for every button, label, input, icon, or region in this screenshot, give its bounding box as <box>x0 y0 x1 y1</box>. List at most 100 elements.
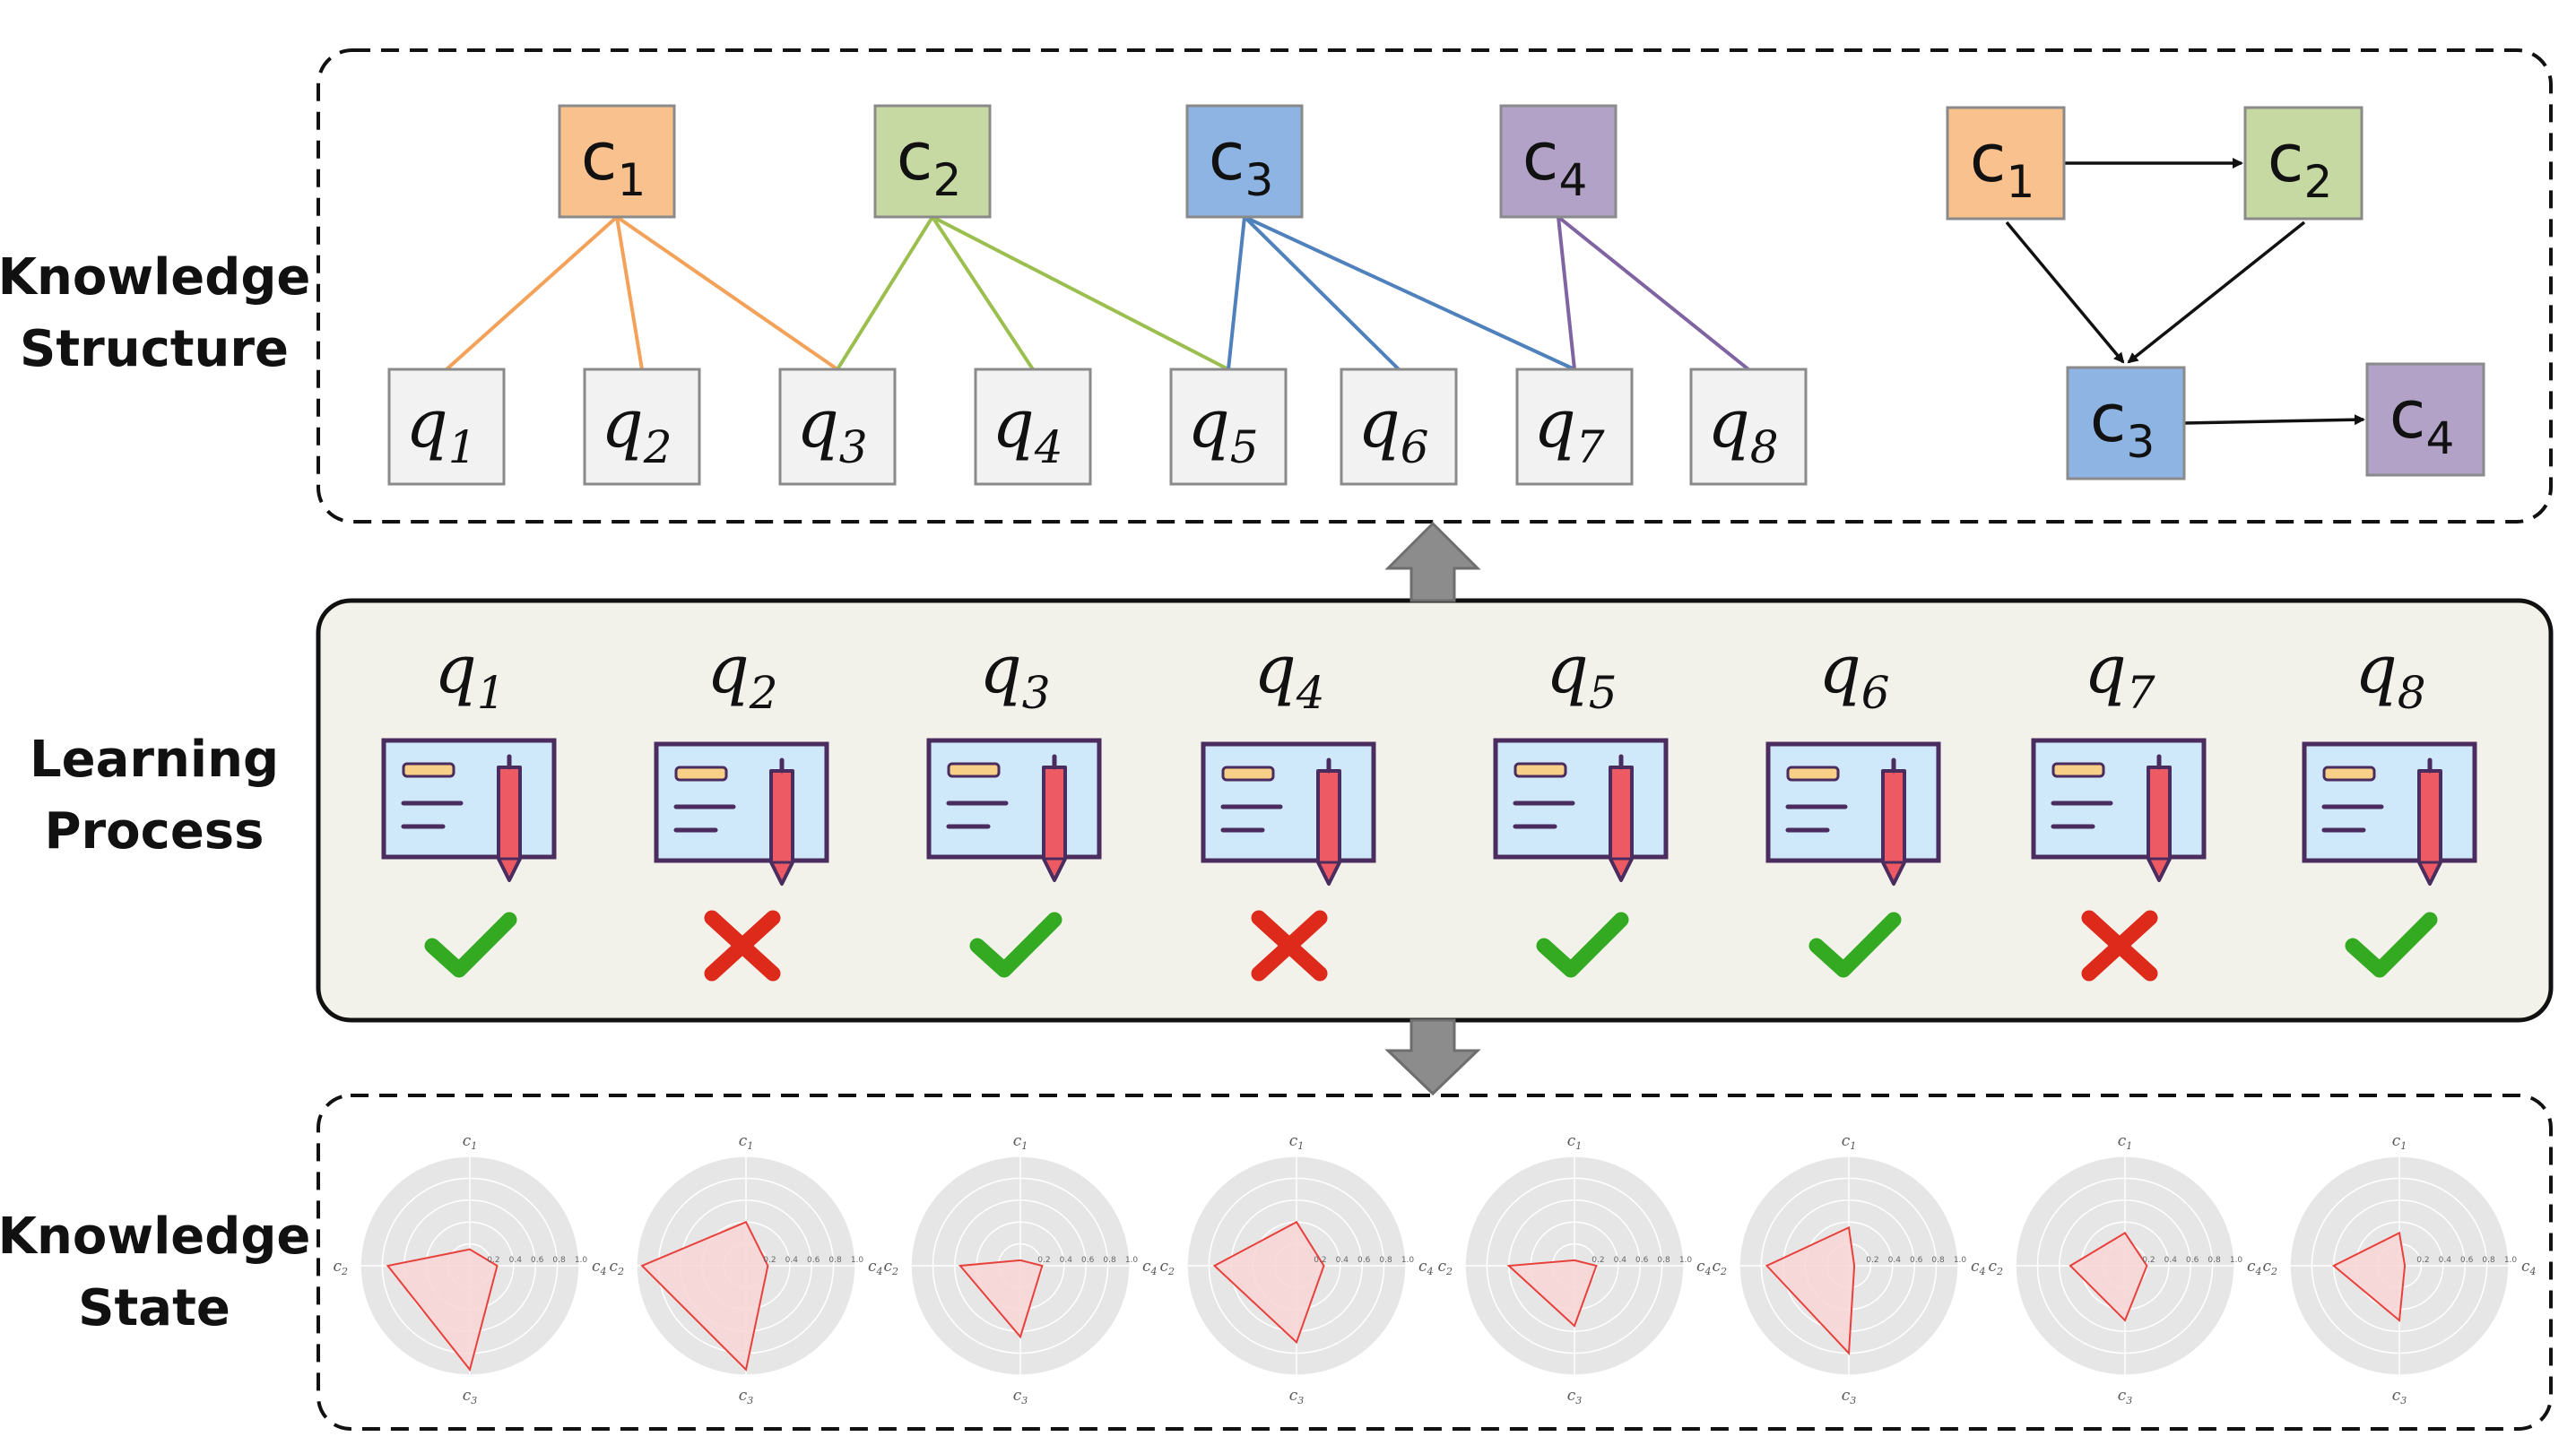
radar-axis-label-subscript: 1 <box>1850 1140 1856 1152</box>
concept-box-bg <box>1499 104 1618 219</box>
question-box-bg <box>1169 368 1288 486</box>
concept-box-bg <box>873 104 992 219</box>
label-learning-process-line1: Learning <box>30 731 279 789</box>
radar-axis-label-c2: c2 <box>1988 1258 2003 1277</box>
radar-axis-label-c4: c4 <box>1418 1258 1434 1277</box>
step-question-label-q2-base: q <box>707 631 749 708</box>
step-question-label-q6-base: q <box>1818 631 1860 708</box>
exam-card <box>1493 738 1669 860</box>
radar-axis-label-subscript: 3 <box>1021 1395 1028 1406</box>
radar-axis-label-c4: c4 <box>1142 1258 1158 1277</box>
radar-axis-label-c1: c1 <box>1013 1132 1028 1152</box>
graph-node-label-c3: c3 <box>2090 380 2155 468</box>
radar-axis-label-base: c <box>2118 1132 2127 1150</box>
concept-box-bg <box>1185 104 1304 219</box>
label-learning-process-line2: Process <box>45 802 265 861</box>
radar-axis-label-base: c <box>1971 1258 1980 1276</box>
radar-tick-label: 0.2 <box>1592 1256 1604 1265</box>
knowledge-state-frame <box>317 1094 2553 1431</box>
radar-axis-label-subscript: 3 <box>1575 1395 1582 1406</box>
radar-axis-label-c2: c2 <box>333 1258 348 1277</box>
learning-step-q4: q4 <box>1201 631 1376 982</box>
step-question-label-q7-subscript: 7 <box>2127 667 2155 719</box>
radar-axis-label-c4: c4 <box>868 1258 883 1277</box>
radar-tick-label: 0.6 <box>1910 1256 1923 1265</box>
radar-axis-label-subscript: 4 <box>1704 1266 1712 1277</box>
radar-axis-label-subscript: 4 <box>1150 1266 1158 1277</box>
graph-node-c3: c3 <box>2066 366 2186 480</box>
radar-axis-label-c1: c1 <box>2392 1132 2407 1152</box>
radar-axis-label-subscript: 2 <box>2270 1266 2277 1277</box>
step-question-label-q7-base: q <box>2084 631 2126 708</box>
radar-axis-label-c2: c2 <box>883 1258 898 1277</box>
label-knowledge-structure-line2: Structure <box>20 320 289 378</box>
radar-tick-label: 0.8 <box>1379 1256 1392 1265</box>
radar-axis-label-base: c <box>2262 1258 2271 1276</box>
graph-node-label-c2-base: c <box>2268 120 2304 197</box>
down-arrow-icon <box>1384 1018 1481 1096</box>
radar-axis-label-c3: c3 <box>2392 1387 2407 1406</box>
label-knowledge-structure-line1: Knowledge <box>0 248 310 307</box>
radar-axis-label-base: c <box>1696 1258 1705 1276</box>
radar-axis-label-base: c <box>1418 1258 1427 1276</box>
graph-node-bg <box>2243 106 2364 221</box>
radar-axis-label-base: c <box>2521 1258 2530 1276</box>
radar-tick-label: 0.6 <box>1357 1256 1371 1265</box>
step-question-label-q2: q2 <box>707 631 777 719</box>
concept-box-c4: c4 <box>1499 104 1618 219</box>
question-label-q1: q1 <box>405 385 476 473</box>
radar-axis-label-base: c <box>1842 1387 1851 1405</box>
radar-tick-label: 0.4 <box>1888 1256 1902 1265</box>
radar-tick-label: 0.6 <box>2186 1256 2199 1265</box>
radar-tick-label: 0.8 <box>552 1256 566 1265</box>
concept-label-c2-subscript: 2 <box>932 154 961 206</box>
radar-axis-label-subscript: 2 <box>617 1266 624 1277</box>
radar-axis-label-c2: c2 <box>1159 1258 1175 1277</box>
radar-axis-label-c4: c4 <box>2247 1258 2262 1277</box>
radar-axis-label-c2: c2 <box>2262 1258 2277 1277</box>
radar-tick-label: 0.8 <box>828 1256 842 1265</box>
radar-axis-label-subscript: 2 <box>1445 1266 1453 1277</box>
radar-axis-label-subscript: 1 <box>1021 1140 1028 1152</box>
radar-tick-label: 1.0 <box>1401 1256 1415 1265</box>
radar-tick-label: 0.2 <box>2142 1256 2155 1265</box>
question-label-q8-base: q <box>1707 385 1749 463</box>
link-c2-q4 <box>931 215 1035 371</box>
concept-label-c3-base: c <box>1209 118 1245 195</box>
radar-tick-label: 0.4 <box>785 1256 799 1265</box>
question-box-bg <box>1340 368 1458 486</box>
radar-axis-label-base: c <box>1289 1387 1298 1405</box>
radar-axis-label-c3: c3 <box>1013 1387 1028 1406</box>
radar-axis-label-c3: c3 <box>1567 1387 1583 1406</box>
radar-axis-label-base: c <box>463 1132 472 1150</box>
exam-card <box>2302 741 2477 863</box>
prereq-edge-c1-c3 <box>2005 221 2125 364</box>
question-label-q6-subscript: 6 <box>1401 421 1429 473</box>
question-box-bg <box>778 368 897 486</box>
question-box-bg <box>387 368 506 486</box>
radar-tick-label: 0.2 <box>487 1256 499 1265</box>
step-question-label-q1-base: q <box>434 631 476 708</box>
radar-axis-label-subscript: 2 <box>891 1266 898 1277</box>
question-box-q1: q1 <box>387 368 506 486</box>
question-box-bg <box>1515 368 1634 486</box>
radar-axis-label-base: c <box>1437 1258 1446 1276</box>
radar-state-polygon <box>386 1248 499 1372</box>
concept-label-c3-subscript: 3 <box>1245 154 1273 206</box>
learning-step-q3: q3 <box>926 631 1102 978</box>
radar-tick-label: 1.0 <box>1954 1256 1967 1265</box>
graph-node-label-c4: c4 <box>2390 376 2455 464</box>
graph-node-label-c1-base: c <box>1970 120 2007 197</box>
radar-axis-label-base: c <box>1013 1132 1022 1150</box>
radar-axis-label-subscript: 3 <box>1297 1395 1304 1406</box>
concept-label-c2-base: c <box>897 118 933 195</box>
correct-check-icon <box>969 912 1062 978</box>
pen-icon <box>1316 769 1341 886</box>
radar-axis-label-subscript: 4 <box>876 1266 883 1277</box>
link-c3-q6 <box>1243 215 1401 371</box>
label-knowledge-state: Knowledge State <box>0 1207 310 1337</box>
question-box-q3: q3 <box>778 368 897 486</box>
radar-tick-label: 0.4 <box>2164 1256 2178 1265</box>
